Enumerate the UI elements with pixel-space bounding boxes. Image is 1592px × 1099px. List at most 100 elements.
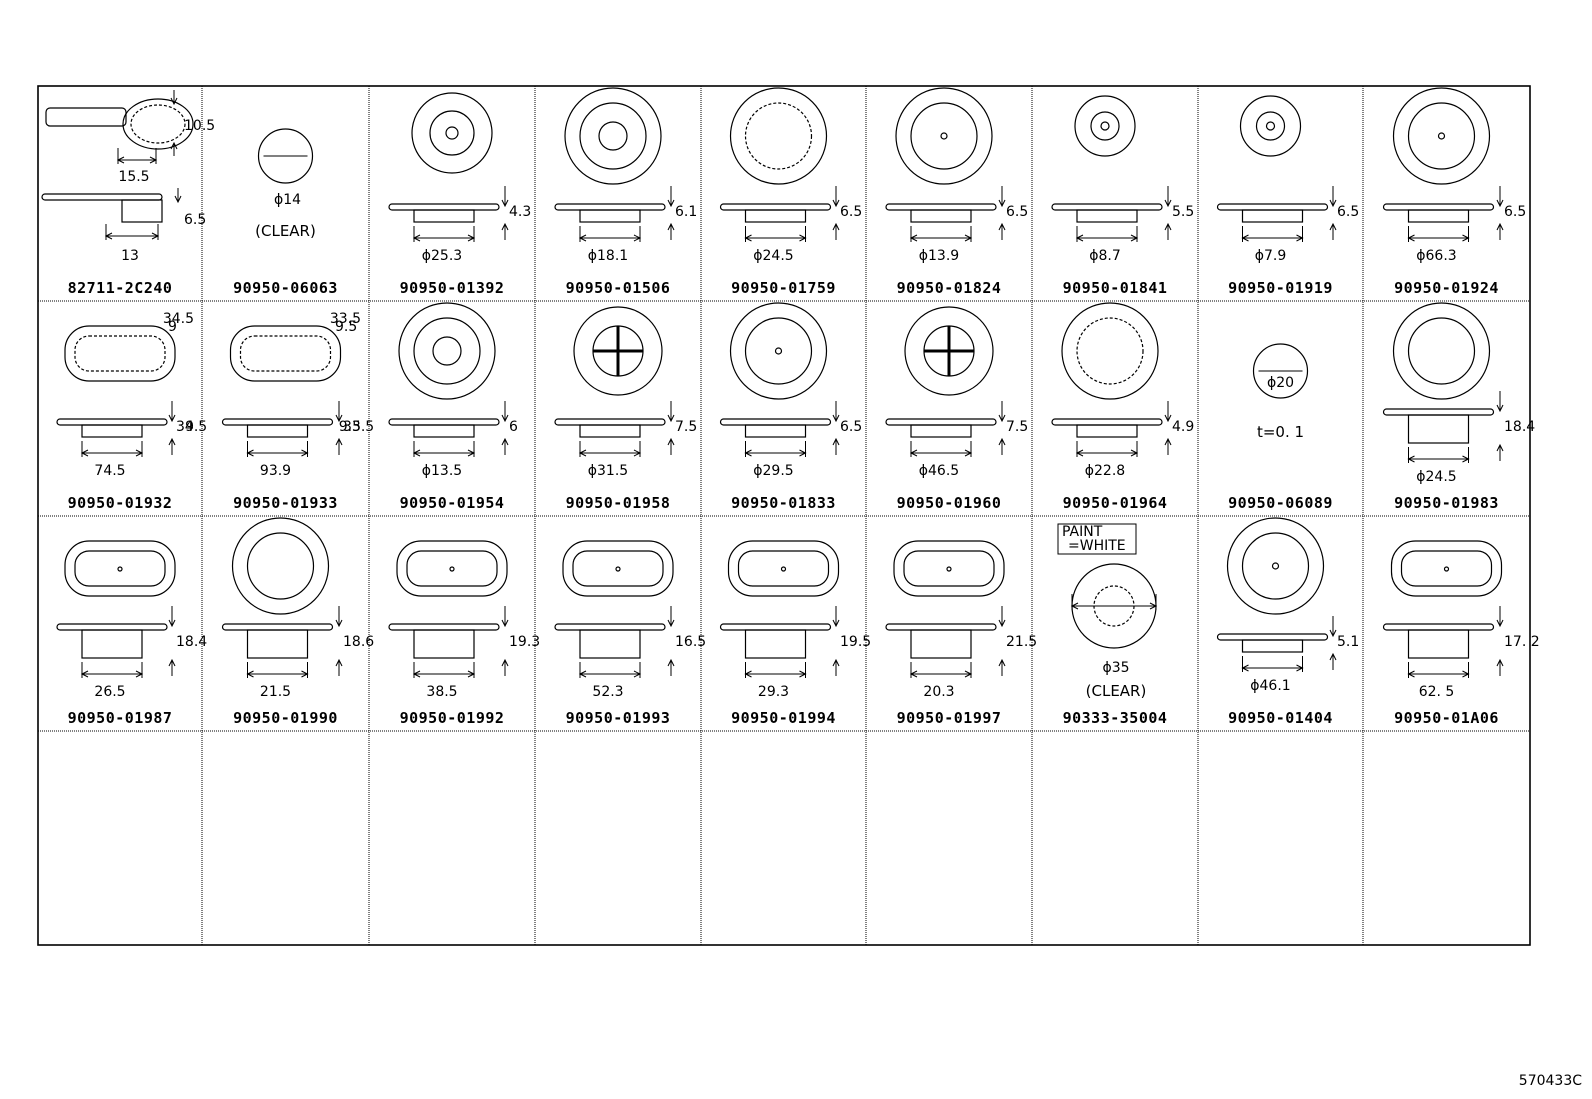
part-number-label: 90950-01992 — [400, 709, 505, 727]
part-number-label: 90950-01964 — [1063, 494, 1168, 512]
part-number-label: 90333-35004 — [1063, 709, 1168, 727]
dimension-label: 6.5 — [1504, 204, 1526, 220]
part-number-label: 90950-01841 — [1063, 279, 1168, 297]
note-label: (CLEAR) — [1086, 682, 1147, 700]
dimension-label: 21.5 — [260, 684, 291, 700]
dimension-label: 7.5 — [1006, 419, 1028, 435]
dimension-label: 15.5 — [118, 169, 149, 185]
dimension-label: ϕ22.8 — [1085, 463, 1125, 479]
dimension-label: ϕ20 — [1267, 375, 1294, 391]
dimension-label: ϕ46.5 — [919, 463, 959, 479]
part-cell: 6 ϕ13.5 90950-01954 — [388, 302, 518, 512]
empty-cell — [1363, 731, 1530, 945]
dimension-label: 6.1 — [675, 204, 697, 220]
empty-cell — [866, 731, 1032, 945]
part-number-label: 90950-06063 — [233, 279, 338, 297]
part-number-label: 90950-01A06 — [1394, 709, 1499, 727]
dimension-label: 33.5 — [330, 311, 361, 327]
dimension-label: 9 — [168, 319, 177, 335]
dimension-label: 13 — [121, 248, 139, 264]
empty-cell — [202, 731, 369, 945]
part-cell: 17. 2 62. 5 90950-01A06 — [1382, 540, 1540, 727]
dimension-label: 52.3 — [592, 684, 623, 700]
empty-cell — [38, 731, 202, 945]
dimension-label: 34.5 — [163, 311, 194, 327]
part-number-label: 90950-01506 — [566, 279, 671, 297]
dimension-label: 29.3 — [758, 684, 789, 700]
dimension-label: ϕ14 — [274, 192, 301, 208]
dimension-label: 16.5 — [675, 634, 706, 650]
part-number-label: 90950-01958 — [566, 494, 671, 512]
note-label: =WHITE — [1068, 538, 1126, 554]
note-label: (CLEAR) — [255, 222, 316, 240]
dimension-label: 9.5 — [335, 319, 357, 335]
dimension-label: 62. 5 — [1419, 684, 1455, 700]
dimension-label: 19.3 — [509, 634, 540, 650]
part-number-label: 90950-01997 — [897, 709, 1002, 727]
part-number-label: 90950-01833 — [731, 494, 836, 512]
dimension-label: 6.5 — [840, 204, 862, 220]
dimension-label: 17. 2 — [1504, 634, 1540, 650]
dimension-label: 9.5 — [339, 419, 361, 435]
empty-cell — [701, 731, 866, 945]
part-cell: 21.5 20.3 90950-01997 — [885, 540, 1037, 727]
empty-cell — [1198, 731, 1363, 945]
part-number-label: 90950-01404 — [1228, 709, 1333, 727]
dimension-label: ϕ29.5 — [753, 463, 793, 479]
note-label: PAINT — [1062, 524, 1103, 540]
dimension-label: 5.1 — [1337, 634, 1359, 650]
dimension-label: 18.4 — [176, 634, 207, 650]
dimension-label: 6.5 — [184, 212, 206, 228]
note-label: t=0. 1 — [1257, 423, 1304, 441]
dimension-label: 38.5 — [426, 684, 457, 700]
dimension-label: ϕ25.3 — [422, 248, 462, 264]
dimension-label: 26.5 — [94, 684, 125, 700]
part-number-label: 90950-01924 — [1394, 279, 1499, 297]
dimension-label: ϕ31.5 — [588, 463, 628, 479]
dimension-label: 33.5 — [343, 419, 374, 435]
dimension-label: 34.5 — [176, 419, 207, 435]
part-cell: ϕ14 (CLEAR) 90950-06063 — [233, 128, 338, 297]
dimension-label: 21.5 — [1006, 634, 1037, 650]
dimension-label: 4.9 — [1172, 419, 1194, 435]
dimension-label: 6 — [509, 419, 518, 435]
part-number-label: 90950-01824 — [897, 279, 1002, 297]
dimension-label: ϕ7.9 — [1255, 248, 1287, 264]
part-number-label: 90950-01994 — [731, 709, 836, 727]
dimension-label: ϕ13.5 — [422, 463, 462, 479]
dimension-label: ϕ24.5 — [1416, 469, 1456, 485]
dimension-label: 6.5 — [840, 419, 862, 435]
dimension-label: ϕ24.5 — [753, 248, 793, 264]
part-cell: ϕ20 t=0. 1 90950-06089 — [1228, 343, 1333, 512]
dimension-label: 74.5 — [94, 463, 125, 479]
part-number-label: 82711-2C240 — [68, 279, 173, 297]
part-number-label: 90950-01987 — [68, 709, 173, 727]
part-number-label: 90950-01954 — [400, 494, 505, 512]
dimension-label: 9 — [185, 419, 194, 435]
part-number-label: 90950-01990 — [233, 709, 338, 727]
empty-cell — [369, 731, 535, 945]
part-cell: 18.6 21.5 90950-01990 — [221, 517, 374, 727]
empty-cell — [535, 731, 701, 945]
part-cell: 4.3 ϕ25.3 90950-01392 — [388, 92, 531, 297]
dimension-label: ϕ8.7 — [1089, 248, 1121, 264]
part-number-label: 90950-06089 — [1228, 494, 1333, 512]
dimension-label: 4.3 — [509, 204, 531, 220]
part-number-label: 90950-01392 — [400, 279, 505, 297]
dimension-label: 20.3 — [923, 684, 954, 700]
dimension-label: 6.5 — [1337, 204, 1359, 220]
dimension-label: 18.6 — [343, 634, 374, 650]
dimension-label: 7.5 — [675, 419, 697, 435]
